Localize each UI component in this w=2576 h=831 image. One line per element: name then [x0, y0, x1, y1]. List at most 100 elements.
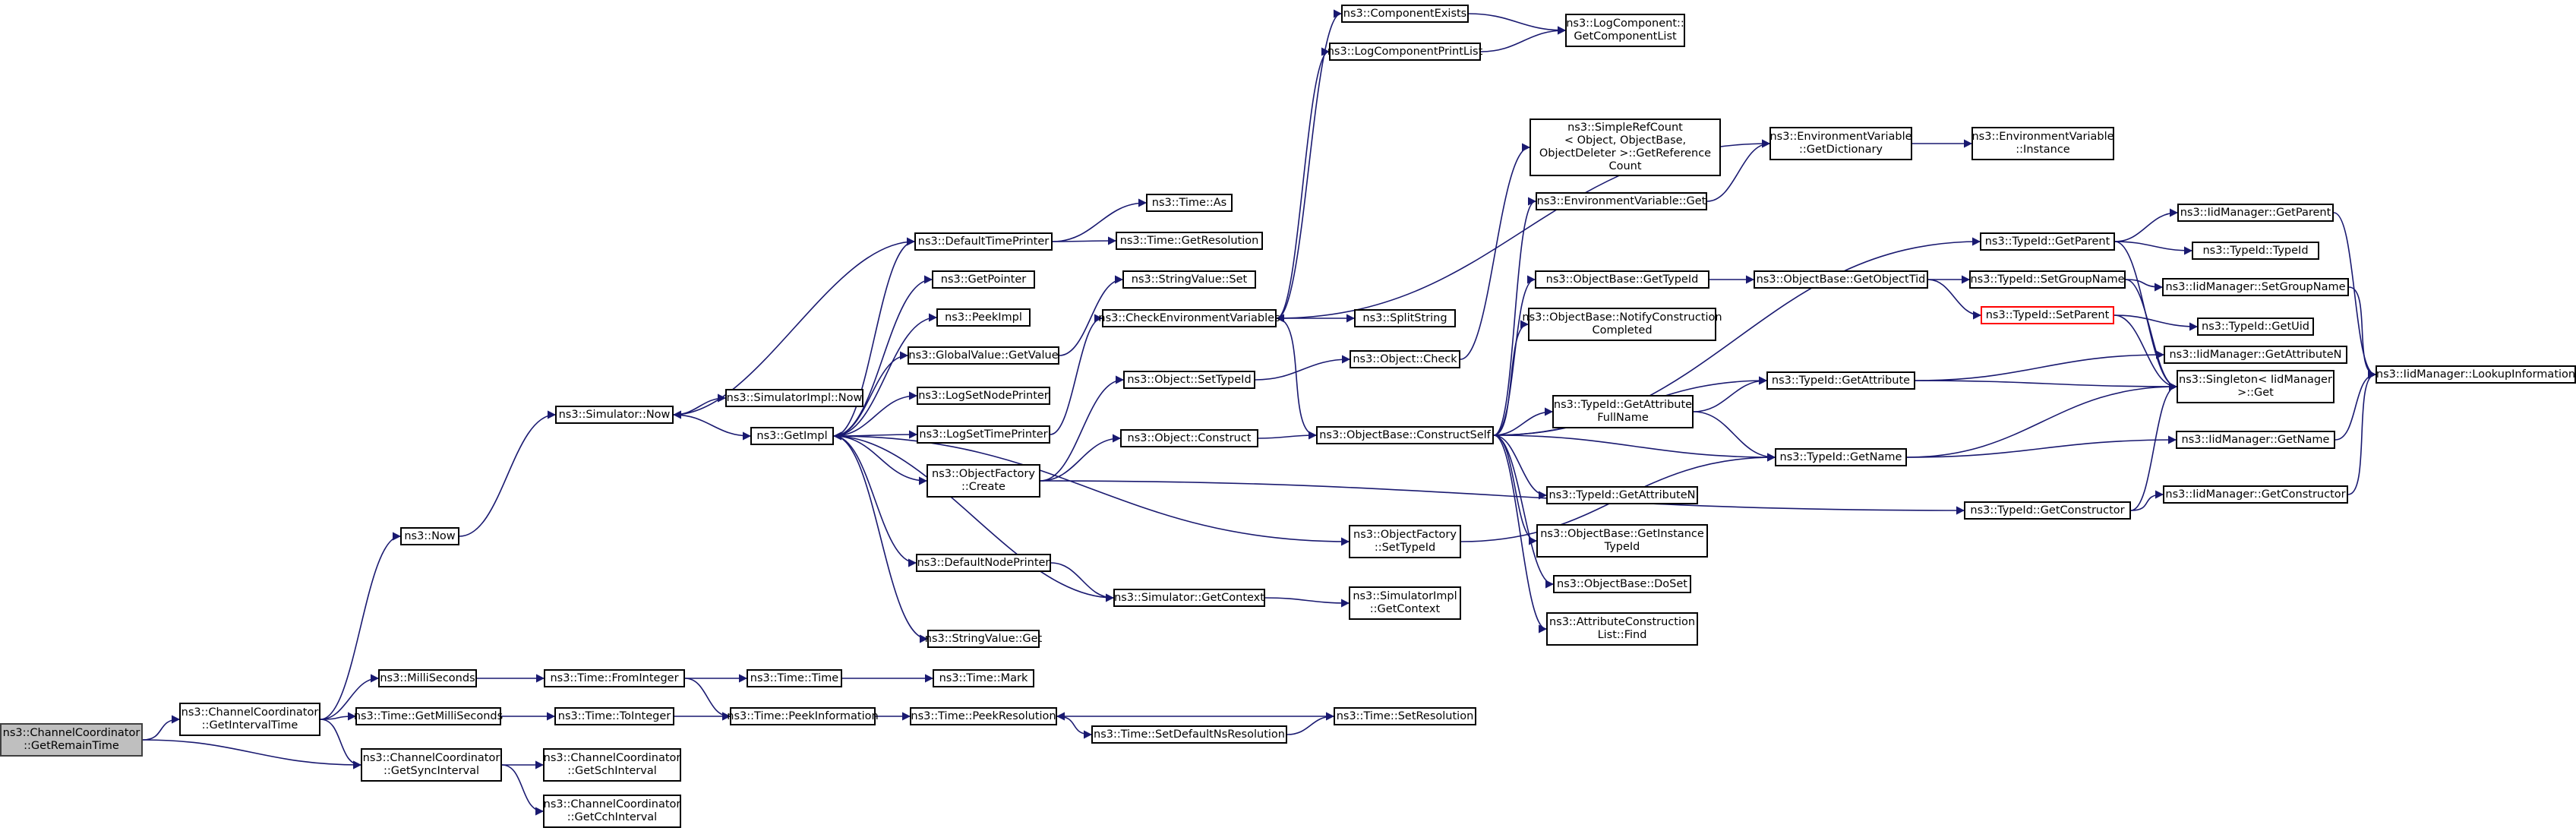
node-type-id-get-uid[interactable]: ns3::TypeId::GetUid [2197, 318, 2314, 336]
node-object-construct[interactable]: ns3::Object::Construct [1120, 429, 1258, 447]
node-default-time-printer[interactable]: ns3::DefaultTimePrinter [914, 232, 1053, 251]
edge-object-factory-create-to-object-construct [1040, 434, 1122, 482]
node-peek-impl[interactable]: ns3::PeekImpl [936, 308, 1031, 327]
node-label: ns3::ComponentExists [1343, 7, 1467, 20]
node-env-var-get[interactable]: ns3::EnvironmentVariable::Get [1536, 192, 1707, 210]
node-do-set[interactable]: ns3::ObjectBase::DoSet [1553, 575, 1691, 593]
node-set-default-ns-resolution[interactable]: ns3::Time::SetDefaultNsResolution [1091, 725, 1287, 744]
node-label: ns3::Simulator::GetContext [1114, 591, 1264, 604]
node-get-component-list[interactable]: ns3::LogComponent::GetComponentList [1565, 14, 1685, 47]
edge-get-impl-to-peek-impl [833, 313, 938, 437]
node-time-time[interactable]: ns3::Time::Time [747, 669, 842, 687]
node-label: ns3::ObjectBase::DoSet [1557, 577, 1687, 590]
node-iid-get-constructor[interactable]: ns3::IidManager::GetConstructor [2163, 485, 2348, 504]
node-iid-get-parent[interactable]: ns3::IidManager::GetParent [2177, 204, 2334, 222]
node-type-id-get-name[interactable]: ns3::TypeId::GetName [1775, 448, 1907, 466]
node-label: ::SetTypeId [1374, 542, 1436, 554]
node-simulator-now[interactable]: ns3::Simulator::Now [555, 406, 674, 424]
node-singleton-get[interactable]: ns3::Singleton< IidManager>::Get [2177, 370, 2334, 403]
node-string-value-get[interactable]: ns3::StringValue::Get [925, 630, 1042, 648]
edge-get-impl-to-string-value-get [833, 435, 929, 643]
node-label: ns3::ChannelCoordinator [362, 752, 500, 764]
node-iid-get-attribute-n[interactable]: ns3::IidManager::GetAttributeN [2164, 346, 2347, 364]
node-label: ns3::GetImpl [756, 429, 828, 442]
node-get-pointer[interactable]: ns3::GetPointer [932, 270, 1035, 289]
edge-log-set-time-printer-to-check-env-vars [1050, 314, 1103, 435]
node-log-component-print-list[interactable]: ns3::LogComponentPrintList [1327, 43, 1482, 61]
node-label: ns3::IidManager::LookupInformation [2376, 368, 2576, 381]
node-get-interval-time[interactable]: ns3::ChannelCoordinator::GetIntervalTime [179, 703, 320, 736]
node-milli-seconds[interactable]: ns3::MilliSeconds [378, 669, 477, 687]
node-component-exists[interactable]: ns3::ComponentExists [1341, 5, 1469, 23]
edge-type-id-get-name-to-iid-get-name [1906, 435, 2177, 458]
node-log-set-node-printer[interactable]: ns3::LogSetNodePrinter [917, 387, 1050, 405]
node-log-set-time-printer[interactable]: ns3::LogSetTimePrinter [917, 425, 1050, 444]
node-from-integer[interactable]: ns3::Time::FromInteger [544, 669, 685, 687]
node-label: ns3::PeekImpl [945, 311, 1022, 324]
node-check-env-vars[interactable]: ns3::CheckEnvironmentVariables [1098, 309, 1280, 327]
edge-obj-base-construct-self-to-obj-base-get-type-id [1493, 275, 1536, 436]
node-get-object-tid[interactable]: ns3::ObjectBase::GetObjectTid [1754, 270, 1928, 289]
node-default-node-printer[interactable]: ns3::DefaultNodePrinter [916, 554, 1051, 572]
node-env-var-instance[interactable]: ns3::EnvironmentVariable::Instance [1971, 127, 2114, 160]
node-get-sch-interval[interactable]: ns3::ChannelCoordinator::GetSchInterval [543, 748, 681, 782]
node-obj-base-construct-self[interactable]: ns3::ObjectBase::ConstructSelf [1316, 426, 1494, 444]
edge-obj-base-construct-self-to-get-attribute-full-name [1493, 407, 1554, 436]
node-object-set-type-id[interactable]: ns3::Object::SetTypeId [1123, 371, 1255, 389]
edge-env-var-get-to-env-var-get-dictionary [1706, 139, 1771, 202]
node-type-id-get-constructor[interactable]: ns3::TypeId::GetConstructor [1964, 501, 2131, 520]
node-get-sync-interval[interactable]: ns3::ChannelCoordinator::GetSyncInterval [361, 748, 502, 782]
node-type-id-get-attribute[interactable]: ns3::TypeId::GetAttribute [1766, 371, 1915, 390]
node-set-group-name[interactable]: ns3::TypeId::SetGroupName [1969, 270, 2126, 289]
node-type-id-type-id[interactable]: ns3::TypeId::TypeId [2192, 242, 2319, 260]
node-label: GetComponentList [1574, 30, 1677, 43]
node-label: ns3::Time::As [1151, 196, 1227, 209]
node-label: < Object, ObjectBase, [1564, 134, 1687, 147]
node-time-mark[interactable]: ns3::Time::Mark [933, 669, 1034, 687]
node-peek-resolution[interactable]: ns3::Time::PeekResolution [910, 707, 1057, 725]
node-now[interactable]: ns3::Now [400, 527, 459, 545]
node-object-factory-set-type-id[interactable]: ns3::ObjectFactory::SetTypeId [1349, 525, 1461, 558]
node-get-milli-seconds[interactable]: ns3::Time::GetMilliSeconds [353, 707, 504, 725]
node-object-check[interactable]: ns3::Object::Check [1350, 350, 1460, 368]
node-simple-ref-count[interactable]: ns3::SimpleRefCount< Object, ObjectBase,… [1530, 118, 1721, 176]
node-get-cch-interval[interactable]: ns3::ChannelCoordinator::GetCchInterval [543, 795, 681, 828]
node-set-resolution[interactable]: ns3::Time::SetResolution [1334, 707, 1476, 725]
node-string-value-set[interactable]: ns3::StringValue::Set [1122, 270, 1256, 289]
node-label: ns3::LogSetTimePrinter [919, 428, 1048, 441]
node-label: ::GetRemainTime [24, 740, 119, 752]
node-label: ns3::ObjectFactory [1353, 529, 1457, 541]
node-get-resolution[interactable]: ns3::Time::GetResolution [1116, 232, 1263, 250]
node-get-impl[interactable]: ns3::GetImpl [750, 427, 834, 445]
node-iid-get-name[interactable]: ns3::IidManager::GetName [2176, 431, 2335, 449]
edge-iid-get-name-to-lookup-information [2334, 370, 2377, 441]
node-obj-base-get-type-id[interactable]: ns3::ObjectBase::GetTypeId [1535, 270, 1709, 289]
node-env-var-get-dictionary[interactable]: ns3::EnvironmentVariable::GetDictionary [1769, 127, 1912, 160]
node-iid-set-group-name[interactable]: ns3::IidManager::SetGroupName [2162, 278, 2349, 296]
node-label: ns3::TypeId::GetAttributeN [1548, 488, 1696, 501]
node-label: ns3::Time::SetDefaultNsResolution [1094, 728, 1285, 741]
node-split-string[interactable]: ns3::SplitString [1354, 309, 1456, 327]
node-lookup-information[interactable]: ns3::IidManager::LookupInformation [2376, 365, 2576, 384]
node-global-value-get-value[interactable]: ns3::GlobalValue::GetValue [908, 346, 1059, 365]
node-label: ns3::ObjectBase::GetObjectTid [1756, 273, 1926, 286]
edge-type-id-get-attribute-to-singleton-get [1915, 380, 2178, 391]
node-sim-impl-now[interactable]: ns3::SimulatorImpl::Now [725, 389, 863, 407]
node-simulator-get-context[interactable]: ns3::Simulator::GetContext [1113, 589, 1265, 607]
node-time-as[interactable]: ns3::Time::As [1146, 194, 1233, 212]
node-object-factory-create[interactable]: ns3::ObjectFactory::Create [927, 464, 1040, 498]
node-to-integer[interactable]: ns3::Time::ToInteger [554, 707, 674, 725]
node-label: ns3::SimpleRefCount [1567, 122, 1683, 134]
node-type-id-set-parent[interactable]: ns3::TypeId::SetParent [1981, 306, 2114, 324]
node-get-attribute-n[interactable]: ns3::TypeId::GetAttributeN [1546, 486, 1698, 504]
node-label: ns3::Time::ToInteger [557, 709, 671, 722]
node-label: ns3::Time::GetMilliSeconds [353, 709, 504, 722]
node-label: ns3::Time::SetResolution [1336, 709, 1474, 722]
node-sim-impl-get-context[interactable]: ns3::SimulatorImpl::GetContext [1349, 586, 1461, 620]
node-peek-information[interactable]: ns3::Time::PeekInformation [727, 707, 879, 725]
node-type-id-get-parent[interactable]: ns3::TypeId::GetParent [1980, 232, 2115, 251]
